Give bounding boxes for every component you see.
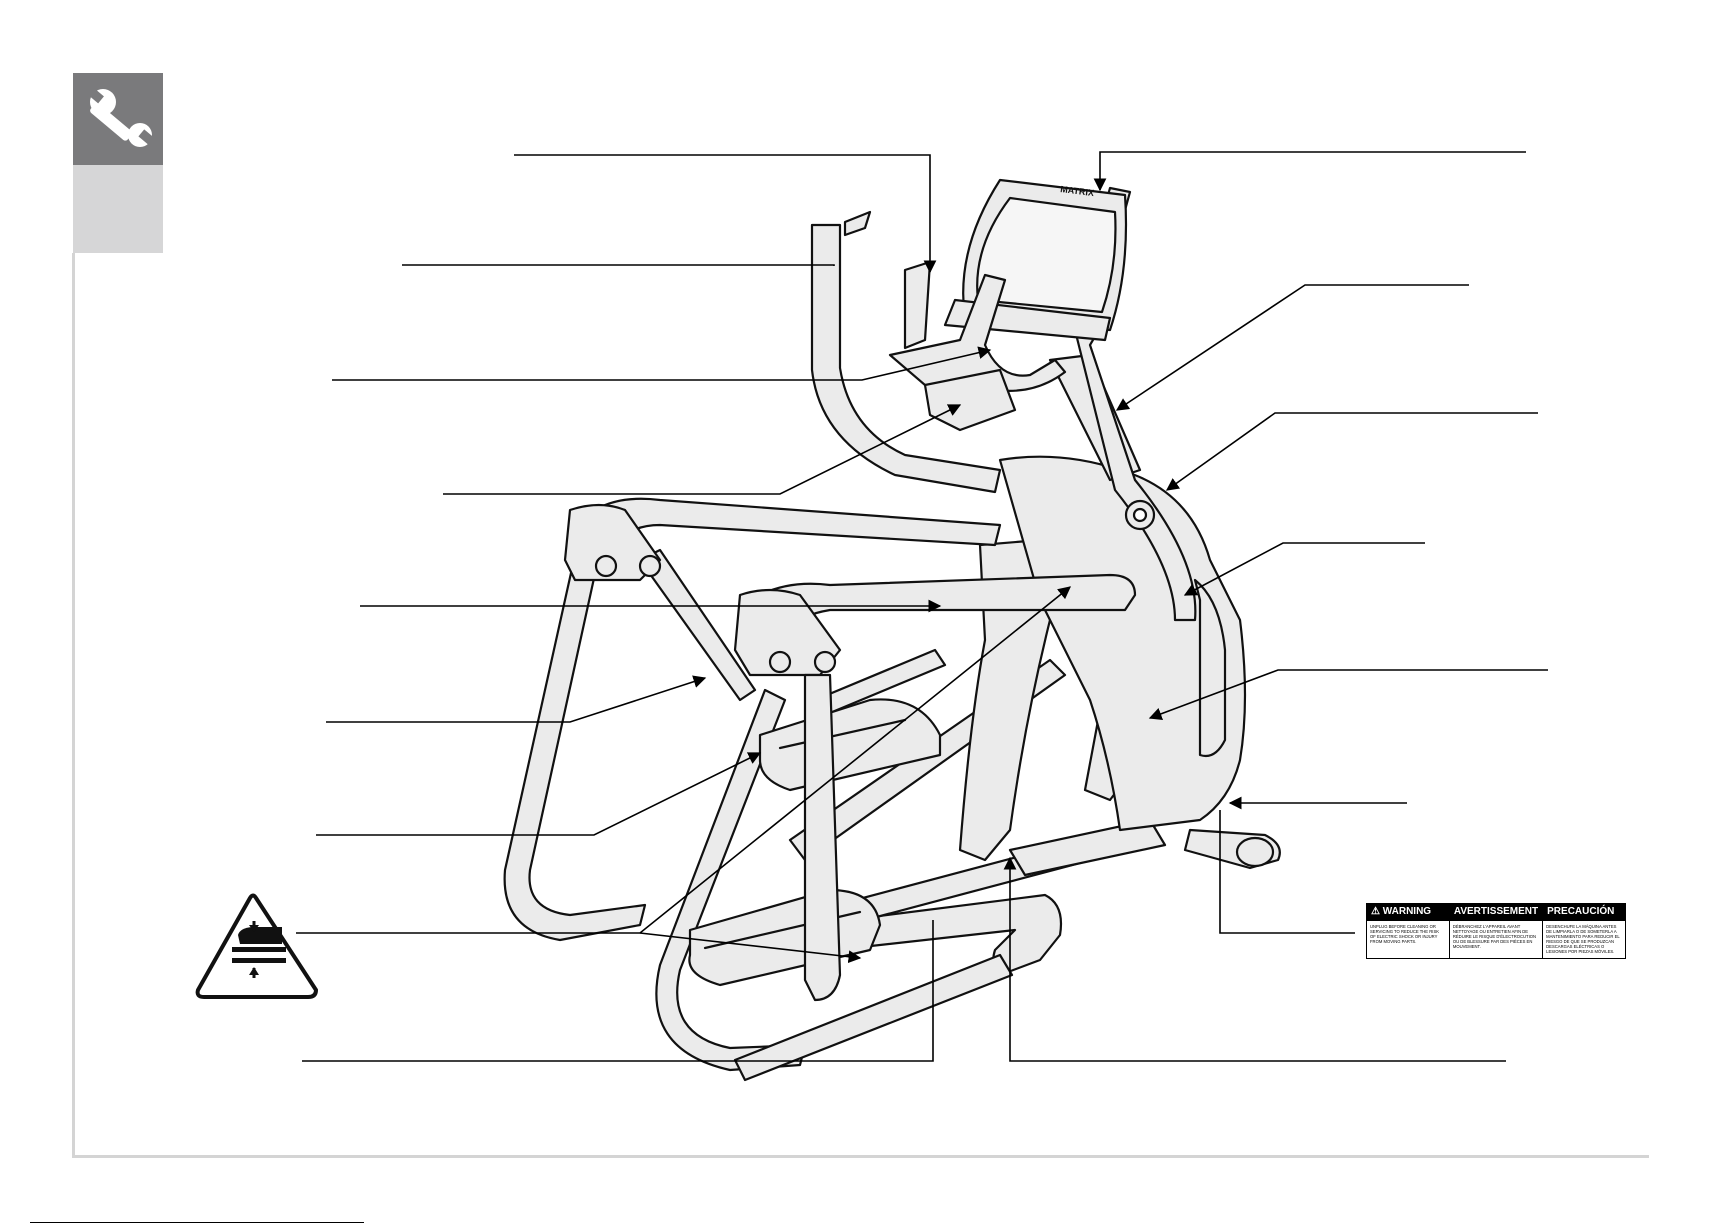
callout-line-17 [1003,856,1506,1062]
elliptical-machine [503,178,1281,1082]
section-tab [73,73,163,165]
page-frame-bottom [72,1155,1649,1158]
warning-decal: ⚠ WARNING Unplug before cleaning or serv… [1366,903,1626,959]
callout-line-3 [332,346,992,381]
side-cover [1193,578,1227,758]
pinch-hazard-icon [195,893,318,999]
warning-text-es: Desenchufe la máquina antes de limpiarla… [1546,924,1620,954]
footer-rule [30,1222,364,1223]
callout-line-8b [639,932,862,964]
main-column [958,538,1052,862]
console-brand: MATRIX [1060,184,1095,198]
callout-line-6 [326,675,707,723]
upper-arm-left [810,223,1002,494]
crossbar-left [593,497,1002,547]
media-holder [903,260,932,350]
warning-heading-es: PRECAUCIÓN [1543,904,1625,921]
callout-line-10 [1093,151,1526,192]
rear-handle-loop-right [655,688,807,1072]
callout-line-1 [514,154,937,274]
warning-heading-fr: AVERTISSEMENT [1449,904,1543,921]
warning-heading-en: ⚠ WARNING [1367,904,1449,921]
callout-line-16 [1219,810,1355,934]
warning-col-fr: AVERTISSEMENT Débranchez l'appareil avan… [1449,904,1544,958]
page-frame-left [72,253,75,1158]
link-arm-right [1008,818,1167,877]
pedal-right [688,888,882,987]
callout-line-2 [402,264,835,266]
callout-line-9 [302,920,934,1062]
callout-line-4 [443,404,962,495]
callout-line-11 [1115,284,1469,411]
stationary-handlebar [888,273,1067,392]
pivot-block-right [733,588,842,677]
callout-line-14 [1148,669,1548,720]
wrench-icon [87,87,155,147]
arm-grip-left [843,210,872,237]
warning-col-es: PRECAUCIÓN Desenchufe la máquina antes d… [1543,904,1625,958]
section-tab-lower [73,165,163,253]
callout-line-12 [1165,412,1538,491]
callout-line-7 [316,752,762,836]
rear-handle-loop-left [503,553,647,942]
console-screen [976,196,1117,314]
warning-text-fr: Débranchez l'appareil avant nettoyage ou… [1452,924,1537,949]
warning-col-en: ⚠ WARNING Unplug before cleaning or serv… [1367,904,1450,958]
pivot-block-left [563,503,662,582]
warning-text-en: Unplug before cleaning or servicing to r… [1370,924,1440,944]
front-loop-right [803,673,842,1002]
rear-crossbar [733,953,1014,1082]
callout-lines [296,151,1548,1062]
callout-line-13 [1183,542,1425,596]
